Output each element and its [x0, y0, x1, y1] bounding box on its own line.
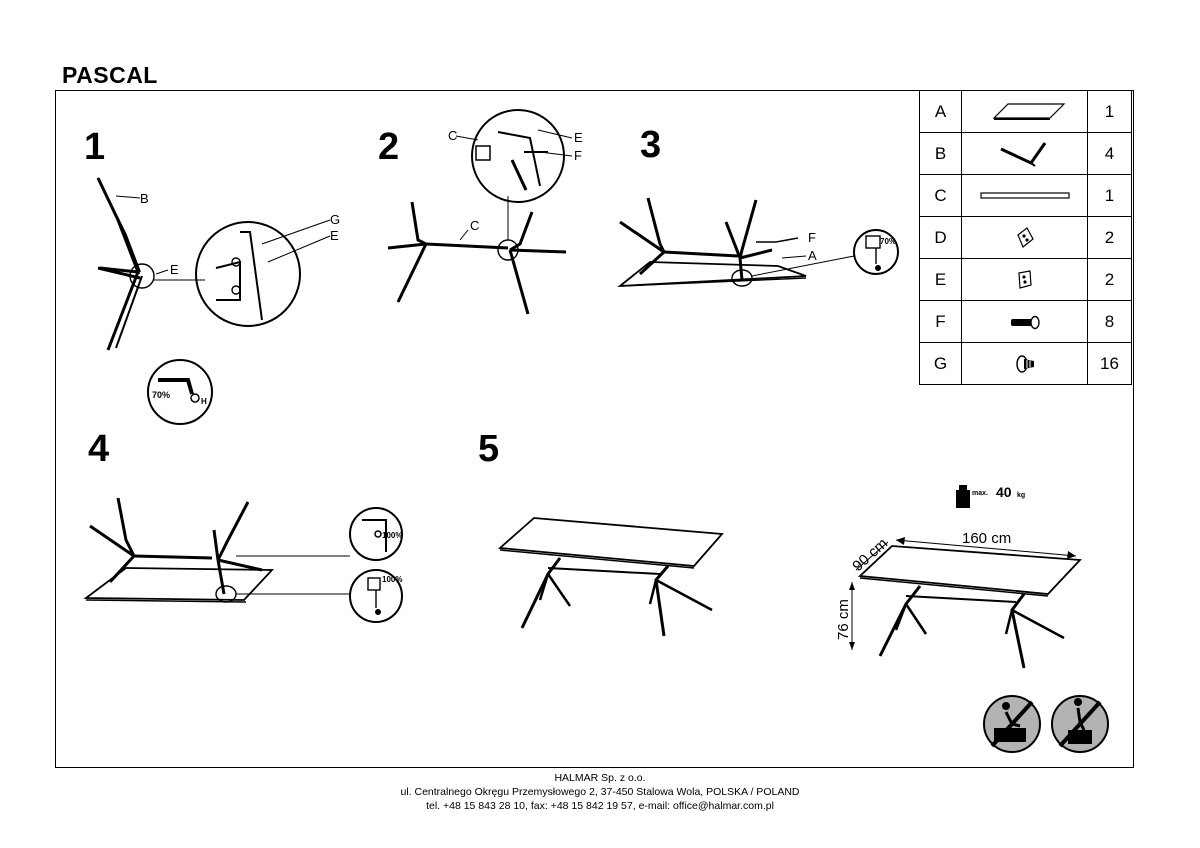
torque-h-label: H [201, 397, 207, 406]
label-crossbar-c-zoom: C [448, 128, 457, 143]
part-row: D 2 [919, 216, 1132, 259]
label-crossbar-c: C [470, 218, 479, 233]
screw-icon [961, 342, 1088, 385]
part-quantity: 4 [1087, 132, 1132, 175]
crossbar-icon [961, 174, 1088, 217]
parts-list: A 1 B 4 C 1 D 2 E 2 F 8 [919, 90, 1132, 385]
document-title: PASCAL [62, 62, 158, 88]
step3-drawing [617, 197, 899, 288]
footer-company: HALMAR Sp. z o.o. [554, 772, 646, 784]
part-row: A 1 [919, 90, 1132, 133]
label-bolt-f-step2: F [574, 148, 582, 163]
no-climbing-icon [1051, 695, 1109, 753]
part-letter: B [919, 132, 962, 175]
step1-leg-drawing [96, 177, 331, 425]
part-row: E 2 [919, 258, 1132, 301]
torque-100-upper: 100% [382, 531, 402, 540]
label-leg-b: B [140, 191, 149, 206]
label-bracket-e-step2: E [574, 130, 583, 145]
footer-contact: tel. +48 15 843 28 10, fax: +48 15 842 1… [426, 800, 774, 812]
bracket-e-icon [961, 258, 1088, 301]
weight-max-label: max. [972, 490, 988, 497]
part-quantity: 1 [1087, 90, 1132, 133]
torque-100-lower: 100% [382, 575, 402, 584]
label-tabletop-a: A [808, 248, 817, 263]
instruction-frame [55, 90, 1134, 768]
label-screw-g: G [330, 212, 340, 227]
dimension-length: 160 cm [962, 530, 1011, 547]
step-number-1: 1 [84, 126, 106, 168]
part-quantity: 16 [1087, 342, 1132, 385]
part-quantity: 2 [1087, 216, 1132, 259]
part-row: B 4 [919, 132, 1132, 175]
dimension-table-drawing [849, 485, 1082, 669]
label-bracket-e-zoom: E [330, 228, 339, 243]
torque-70-step1: 70% [152, 390, 170, 400]
label-bolt-f-step3: F [808, 230, 816, 245]
part-quantity: 8 [1087, 300, 1132, 343]
torque-70-step3: 70% [880, 237, 896, 246]
step4-drawing [83, 497, 403, 623]
part-letter: D [919, 216, 962, 259]
dimension-width: 90 cm [849, 535, 891, 575]
part-row: G 16 [919, 342, 1132, 385]
part-quantity: 1 [1087, 174, 1132, 217]
footer-address: ul. Centralnego Okręgu Przemysłowego 2, … [400, 786, 800, 798]
step-number-3: 3 [640, 124, 662, 166]
step2-base-drawing [387, 109, 573, 315]
part-letter: G [919, 342, 962, 385]
no-standing-icon [983, 695, 1041, 753]
step-number-4: 4 [88, 428, 110, 470]
part-quantity: 2 [1087, 258, 1132, 301]
leg-icon [961, 132, 1088, 175]
step-number-2: 2 [378, 126, 400, 168]
bracket-d-icon [961, 216, 1088, 259]
footer: HALMAR Sp. z o.o. ul. Centralnego Okręgu… [0, 771, 1200, 813]
weight-value: 40 [996, 484, 1012, 500]
weight-unit: kg [1017, 492, 1025, 499]
step5-table-drawing [497, 517, 724, 637]
step-number-5: 5 [478, 428, 500, 470]
label-bracket-e: E [170, 262, 179, 277]
dimension-height: 76 cm [835, 599, 852, 640]
part-row: C 1 [919, 174, 1132, 217]
